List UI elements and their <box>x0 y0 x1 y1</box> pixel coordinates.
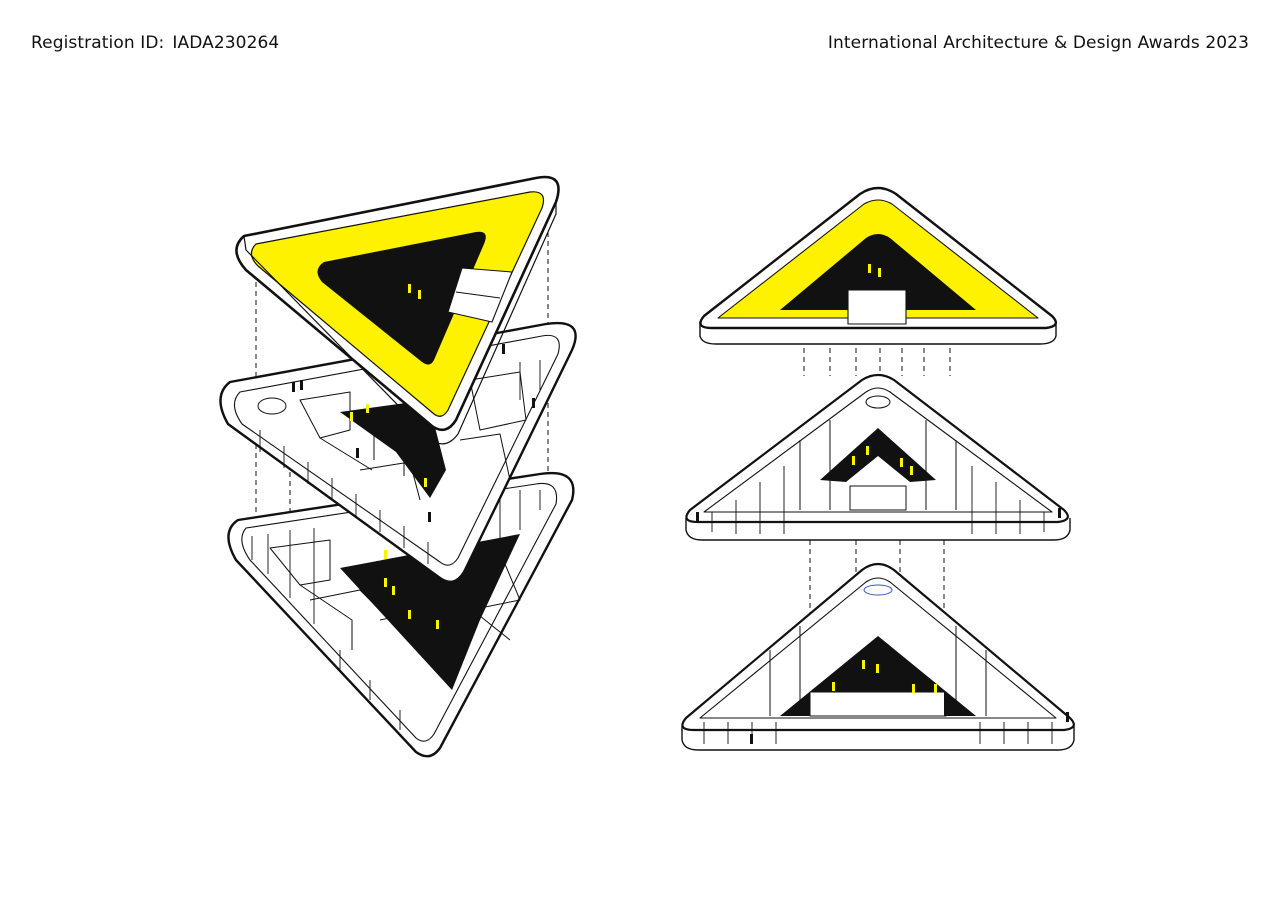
exploded-axonometric-left <box>219 175 577 758</box>
registration-id: IADA230264 <box>172 33 280 53</box>
right-floor-bottom <box>681 562 1075 751</box>
left-roof-sign <box>235 175 560 445</box>
exploded-elevation-right <box>681 186 1075 751</box>
award-title: International Architecture & Design Awar… <box>827 33 1249 53</box>
right-roof-sign <box>699 186 1058 345</box>
right-floor-middle <box>685 373 1071 541</box>
registration-header: Registration ID: IADA230264 <box>31 33 279 53</box>
left-floor-middle <box>219 321 577 584</box>
registration-label: Registration ID: <box>31 33 165 53</box>
left-floor-bottom <box>227 471 575 758</box>
right-guide-lines <box>803 348 951 700</box>
